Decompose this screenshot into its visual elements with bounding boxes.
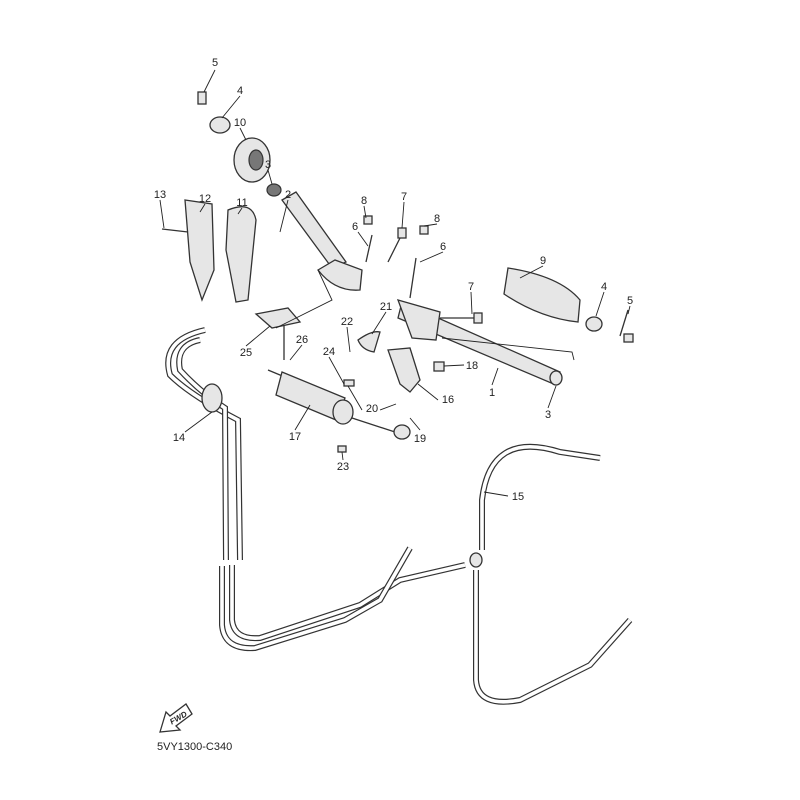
callout-17: 17 (289, 431, 301, 443)
callout-9: 9 (540, 255, 546, 267)
screw-13 (161, 228, 189, 233)
throttle-grip (233, 137, 271, 183)
callout-14: 14 (173, 432, 185, 444)
callout-26: 26 (296, 334, 308, 346)
callout-5b: 5 (627, 295, 633, 307)
bracket-21 (357, 331, 381, 353)
callout-10: 10 (234, 117, 246, 129)
diagram-code: 5VY1300-C340 (157, 741, 232, 753)
callout-12: 12 (199, 193, 211, 205)
right-handlebar (396, 299, 563, 386)
callout-13: 13 (154, 189, 166, 201)
nut-18 (433, 361, 445, 372)
callout-8b: 8 (434, 213, 440, 225)
leader-lines (159, 69, 631, 497)
callout-3b: 3 (545, 409, 551, 421)
callout-23: 23 (337, 461, 349, 473)
callout-21: 21 (380, 301, 392, 313)
callout-4: 4 (237, 85, 243, 97)
switch-housing-11 (225, 206, 257, 303)
callout-18: 18 (466, 360, 478, 372)
callout-8: 8 (361, 195, 367, 207)
switch-housing-12 (184, 199, 215, 302)
callout-20: 20 (366, 403, 378, 415)
callout-24: 24 (323, 346, 335, 358)
callout-11: 11 (236, 197, 247, 209)
bar-end-weight-right (585, 316, 603, 332)
forward-arrow-icon: FWD (159, 703, 193, 733)
callout-1: 1 (489, 387, 495, 399)
callout-6b: 6 (440, 241, 446, 253)
callout-6: 6 (352, 221, 358, 233)
callout-22: 22 (341, 316, 353, 328)
callout-2: 2 (285, 189, 291, 201)
throttle-cables (165, 327, 466, 652)
right-grip (503, 267, 581, 323)
callout-3: 3 (265, 159, 271, 171)
callout-19: 19 (414, 433, 426, 445)
callout-16: 16 (442, 394, 454, 406)
steering-damper (267, 369, 411, 453)
callout-5: 5 (212, 57, 218, 69)
steering-damper-bracket (254, 307, 302, 360)
callout-7b: 7 (468, 281, 474, 293)
bar-end-screw (197, 91, 207, 105)
collar (266, 183, 282, 197)
callout-7: 7 (401, 191, 407, 203)
callouts: 5 4 10 3 2 8 7 6 8 6 13 12 11 9 4 5 7 21… (154, 57, 633, 503)
callout-25: 25 (240, 347, 252, 359)
bar-end-weight (209, 116, 231, 134)
clamp-16 (387, 347, 421, 393)
clutch-cable (469, 443, 633, 705)
left-handlebar (281, 191, 363, 291)
callout-4b: 4 (601, 281, 607, 293)
callout-15: 15 (512, 491, 524, 503)
